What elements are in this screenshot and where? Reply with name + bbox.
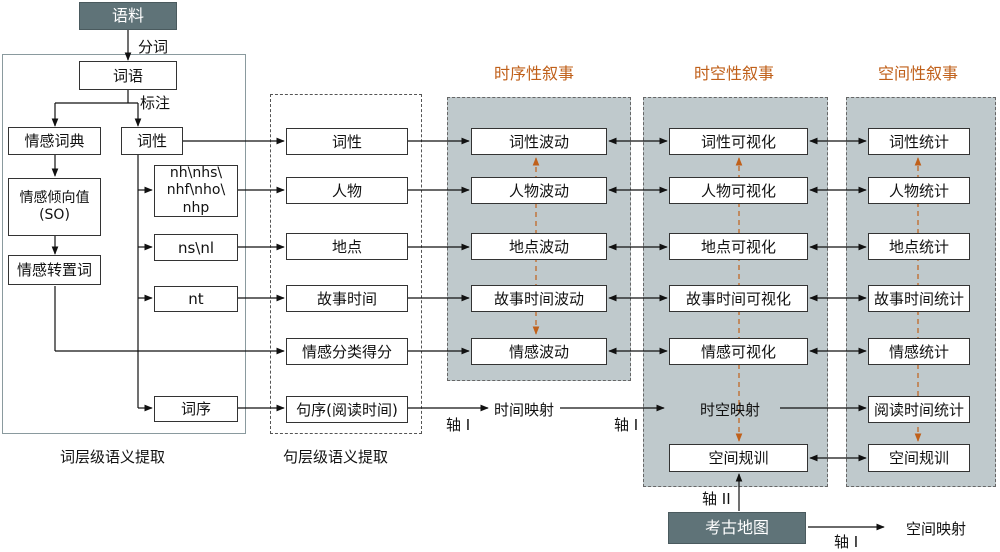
corpus-node: 语料 <box>79 2 177 30</box>
nh-line-3: nhp <box>182 199 210 216</box>
sentence-order-node: 句序(阅读时间) <box>286 396 408 423</box>
sentence-time-node: 故事时间 <box>286 285 408 312</box>
so-line-2: (SO) <box>39 207 70 223</box>
st-time-node: 故事时间可视化 <box>669 285 808 312</box>
sentence-emotion-score-node: 情感分类得分 <box>286 338 408 365</box>
sentence-level-group <box>270 94 422 434</box>
axis-1-label-b: 轴 I <box>614 416 639 434</box>
sentence-person-node: 人物 <box>286 177 408 204</box>
spatial-place-node: 地点统计 <box>868 233 970 260</box>
st-pos-node: 词性可视化 <box>669 128 808 155</box>
sentiment-shifter-node: 情感转置词 <box>8 255 101 285</box>
spatial-time-node: 故事时间统计 <box>868 285 970 312</box>
spatial-emotion-node: 情感统计 <box>868 338 970 365</box>
nh-line-1: nh\nhs\ <box>169 164 223 181</box>
words-node: 词语 <box>79 61 177 90</box>
temporal-place-node: 地点波动 <box>471 233 607 260</box>
time-mapping-label: 时间映射 <box>494 401 555 419</box>
space-mapping-label: 空间映射 <box>906 520 967 538</box>
spatial-planning-node: 空间规训 <box>868 444 970 472</box>
archaeological-map-node: 考古地图 <box>668 512 806 544</box>
spatial-person-node: 人物统计 <box>868 177 970 204</box>
temporal-person-node: 人物波动 <box>471 177 607 204</box>
temporal-pos-node: 词性波动 <box>471 128 607 155</box>
axis-1-label-c: 轴 I <box>834 533 859 551</box>
spatiotemporal-mapping-label: 时空映射 <box>700 401 761 419</box>
pos-node: 词性 <box>121 127 183 155</box>
axis-1-label-a: 轴 I <box>446 416 471 434</box>
sentence-pos-node: 词性 <box>286 128 408 155</box>
sentiment-orientation-node: 情感倾向值 (SO) <box>8 178 101 236</box>
nh-line-2: nhf\nho\ <box>166 182 226 199</box>
sentiment-dictionary-node: 情感词典 <box>8 127 101 155</box>
st-emotion-node: 情感可视化 <box>669 338 808 365</box>
axis-2-label: 轴 II <box>702 490 731 508</box>
temporal-emotion-node: 情感波动 <box>471 338 607 365</box>
time-tag-node: nt <box>154 286 238 312</box>
temporal-header: 时序性叙事 <box>494 64 575 83</box>
st-spatial-planning-node: 空间规训 <box>669 444 808 472</box>
sentence-place-node: 地点 <box>286 233 408 260</box>
word-level-group <box>2 54 246 434</box>
person-tags-node: nh\nhs\ nhf\nho\ nhp <box>154 165 238 217</box>
tag-label: 标注 <box>140 94 171 112</box>
spatial-pos-node: 词性统计 <box>868 128 970 155</box>
place-tags-node: ns\nl <box>154 234 238 261</box>
spatial-reading-time-node: 阅读时间统计 <box>868 396 970 423</box>
spatial-header: 空间性叙事 <box>878 64 959 83</box>
word-order-node: 词序 <box>154 396 238 422</box>
st-person-node: 人物可视化 <box>669 177 808 204</box>
so-line-1: 情感倾向值 <box>19 189 90 206</box>
spatiotemporal-header: 时空性叙事 <box>694 64 775 83</box>
sentence-level-caption: 句层级语义提取 <box>283 448 389 466</box>
segment-label: 分词 <box>138 38 169 56</box>
temporal-time-node: 故事时间波动 <box>471 285 607 312</box>
word-level-caption: 词层级语义提取 <box>60 448 166 466</box>
st-place-node: 地点可视化 <box>669 233 808 260</box>
